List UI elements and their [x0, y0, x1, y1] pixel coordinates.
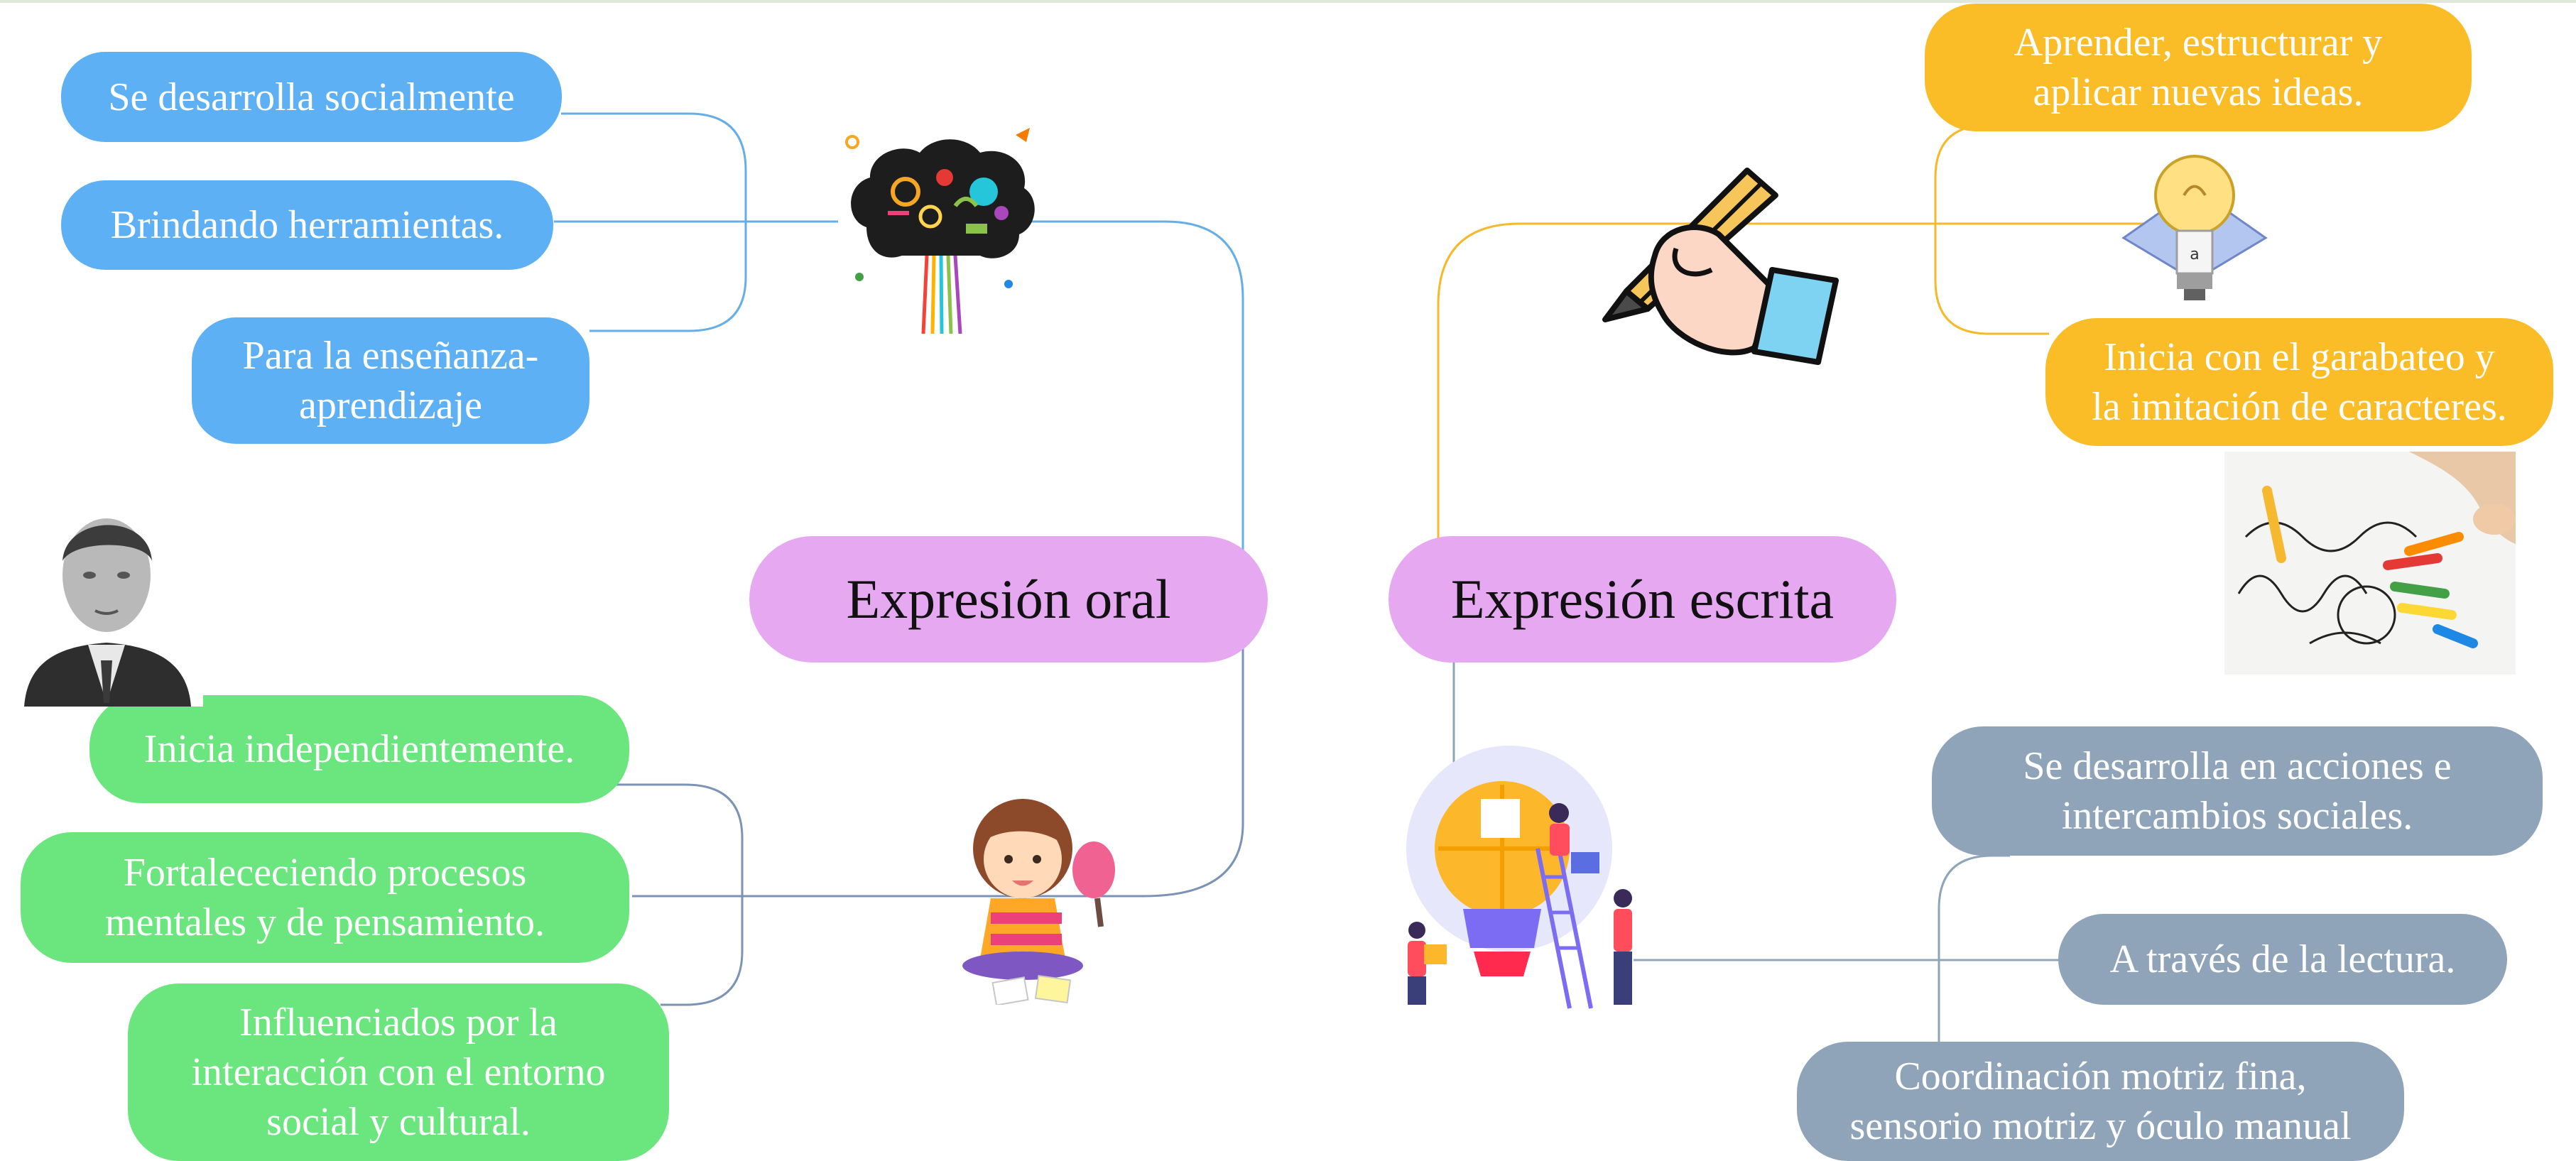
connector-escrita-top-2	[1934, 224, 2049, 335]
oral-top-node-2[interactable]: Brindando herramientas.	[61, 180, 553, 270]
oral-top-node-3[interactable]: Para la enseñanza- aprendizaje	[192, 317, 589, 444]
escrita-bottom-node-3[interactable]: Coordinación motriz fina, sensorio motri…	[1797, 1042, 2404, 1161]
oral-top-node-1[interactable]: Se desarrolla socialmente	[61, 52, 562, 142]
oral-bottom-node-1[interactable]: Inicia independientemente.	[89, 695, 629, 803]
connector-oral-bottom-3	[661, 896, 744, 1006]
connector-escrita-trunk-top	[1437, 222, 1761, 540]
connector-oral-top-1	[561, 112, 838, 223]
svg-text:a: a	[2190, 246, 2199, 263]
escrita-top-node-2[interactable]: Inicia con el garabateo y la imitación d…	[2045, 318, 2553, 446]
oral-bottom-node-2[interactable]: Fortalececiendo procesos mentales y de p…	[21, 832, 629, 963]
connector-oral-bottom-1	[536, 783, 744, 896]
top-divider	[0, 0, 2576, 3]
connector-escrita-top-1	[1934, 124, 1989, 224]
connector-oral-trunk-bottom	[966, 568, 1244, 898]
escrita-top-node-1[interactable]: Aprender, estructurar y aplicar nuevas i…	[1925, 4, 2472, 131]
escrita-bottom-node-2[interactable]: A través de la lectura.	[2058, 914, 2507, 1005]
connector-escrita-bottom-1	[1938, 854, 2010, 960]
connector-oral-trunk-top	[1009, 220, 1244, 575]
connector-oral-top-3	[589, 222, 747, 332]
central-topic-escrita[interactable]: Expresión escrita	[1388, 536, 1896, 663]
portrait-photo	[10, 490, 203, 707]
central-topic-oral[interactable]: Expresión oral	[749, 536, 1268, 663]
hand-pencil-icon	[1602, 168, 1839, 365]
lightbulb-icon: a	[2121, 155, 2268, 300]
escrita-bottom-node-1[interactable]: Se desarrolla en acciones e intercambios…	[1932, 726, 2543, 856]
brain-illustration	[845, 128, 1035, 334]
child-drawing-photo	[2224, 452, 2516, 675]
girl-playing-illustration	[962, 799, 1115, 1005]
teamwork-puzzle-lightbulb-illustration	[1406, 746, 1632, 1009]
oral-bottom-node-3[interactable]: Influenciados por la interacción con el …	[128, 983, 669, 1161]
